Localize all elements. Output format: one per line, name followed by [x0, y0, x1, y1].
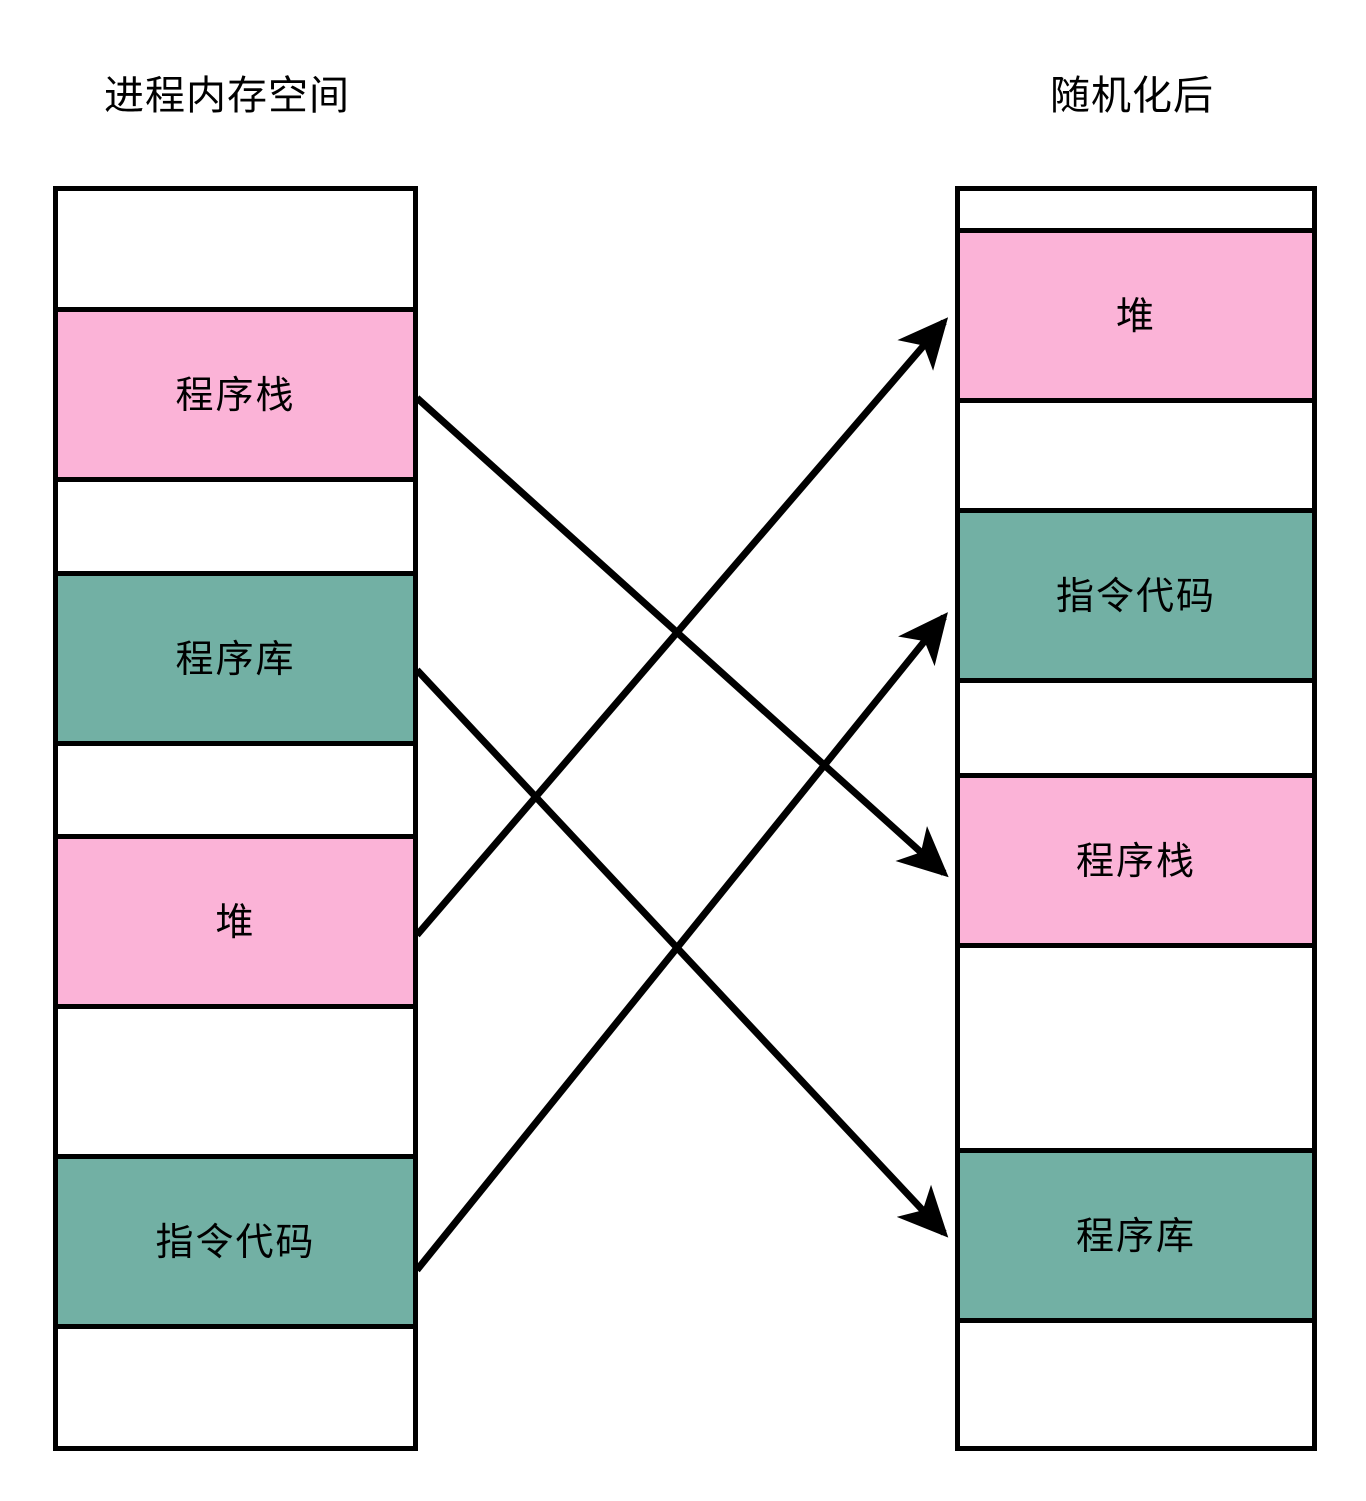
memory-gap-band — [960, 1323, 1312, 1436]
memory-segment-label: 程序库 — [1075, 1213, 1196, 1258]
arrow-code-to-code — [414, 612, 948, 1273]
memory-gap-band — [58, 746, 413, 834]
memory-segment-band: 程序栈 — [960, 773, 1312, 948]
memory-segment-label: 程序栈 — [175, 372, 296, 417]
memory-segment-band: 堆 — [960, 228, 1312, 403]
memory-gap-band — [960, 683, 1312, 773]
memory-segment-label: 指令代码 — [1055, 573, 1216, 618]
memory-gap-band — [960, 191, 1312, 228]
memory-gap-band — [58, 1329, 413, 1436]
memory-segment-band: 程序库 — [960, 1148, 1312, 1323]
memory-segment-label: 程序栈 — [1075, 838, 1196, 883]
memory-segment-label: 指令代码 — [155, 1219, 316, 1264]
memory-segment-band: 程序栈 — [58, 307, 413, 482]
arrow-heap-to-heap — [414, 317, 949, 938]
memory-gap-band — [960, 403, 1312, 508]
memory-gap-band — [58, 191, 413, 307]
memory-gap-band — [960, 948, 1312, 1148]
memory-segment-label: 堆 — [215, 899, 256, 944]
memory-gap-band — [58, 482, 413, 571]
arrow-library-to-library — [414, 667, 949, 1238]
memory-segment-label: 堆 — [1115, 293, 1156, 338]
left-column-title: 进程内存空间 — [104, 73, 350, 119]
memory-segment-band: 指令代码 — [960, 508, 1312, 683]
memory-segment-band: 程序库 — [58, 571, 413, 746]
randomized-memory-column: 堆指令代码程序栈程序库 — [955, 186, 1317, 1451]
memory-segment-band: 堆 — [58, 834, 413, 1009]
memory-gap-band — [58, 1009, 413, 1154]
memory-segment-band: 指令代码 — [58, 1154, 413, 1329]
process-memory-column: 程序栈程序库堆指令代码 — [53, 186, 418, 1451]
right-column-title: 随机化后 — [1050, 73, 1214, 119]
memory-segment-label: 程序库 — [175, 636, 296, 681]
arrow-stack-to-stack — [414, 395, 949, 878]
